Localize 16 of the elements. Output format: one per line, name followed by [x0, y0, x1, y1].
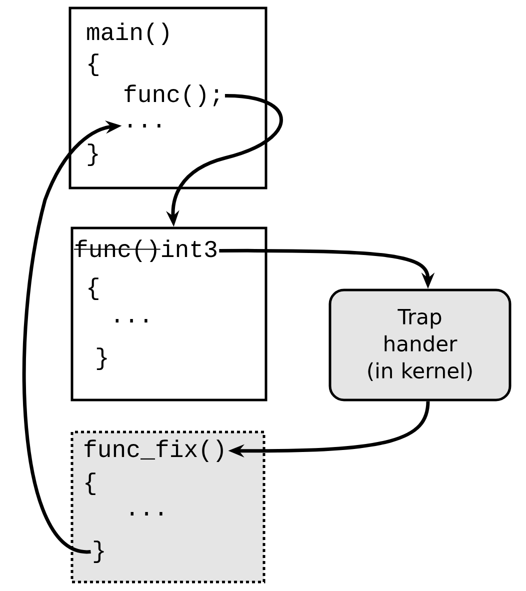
code-line: ...	[130, 512, 162, 516]
code-line: {	[88, 54, 98, 76]
code-line: {	[86, 472, 96, 495]
code-line: ...	[116, 319, 148, 322]
code-box	[68, 6, 268, 190]
code-line: func_fix()	[84, 440, 223, 462]
code-line: func();	[124, 84, 219, 107]
code-line: main()	[87, 22, 168, 45]
code-box	[70, 226, 268, 402]
handler-box: Trap hander (in kernel)	[328, 288, 512, 402]
code-line: ...	[128, 124, 160, 128]
code-line: }	[88, 144, 98, 166]
code-line: }	[94, 540, 104, 563]
code-line: {	[88, 278, 98, 300]
code-box	[70, 430, 266, 584]
code-line: }	[96, 348, 107, 370]
